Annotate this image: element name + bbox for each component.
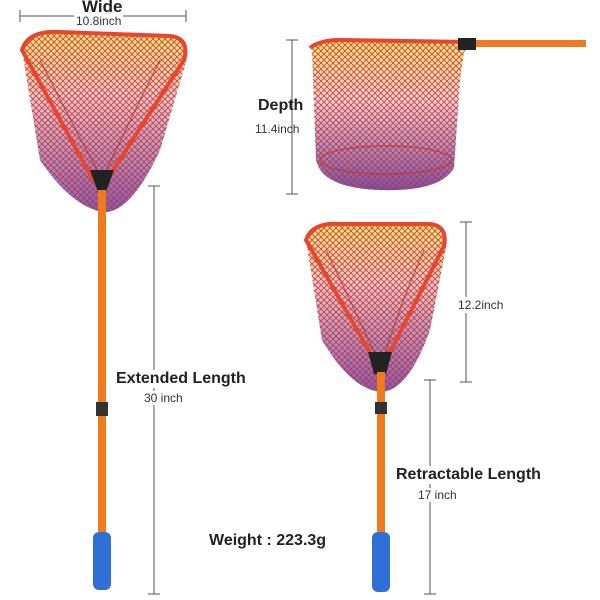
extended-grip — [93, 532, 111, 590]
extended-handle — [93, 190, 111, 590]
wide-value: 10.8inch — [74, 14, 124, 28]
retracted-net — [303, 221, 447, 392]
net-joint — [90, 170, 114, 192]
extended-value: 30 inch — [142, 391, 185, 405]
retracted-grip — [372, 532, 390, 592]
side-handle — [476, 40, 586, 47]
wide-title: Wide — [82, 0, 123, 16]
weight-label: Weight : 223.3g — [209, 532, 327, 549]
depth-title: Depth — [258, 97, 304, 114]
retracted-handle — [372, 372, 390, 592]
retract-title: Retractable Length — [394, 466, 543, 484]
side-joint — [458, 38, 476, 50]
side-view-net — [308, 37, 586, 191]
height-value: 12.2inch — [456, 297, 506, 313]
extended-net — [19, 29, 188, 213]
depth-value: 11.4inch — [255, 122, 300, 136]
retract-value: 17 inch — [416, 488, 459, 502]
extended-title: Extended Length — [114, 370, 248, 388]
